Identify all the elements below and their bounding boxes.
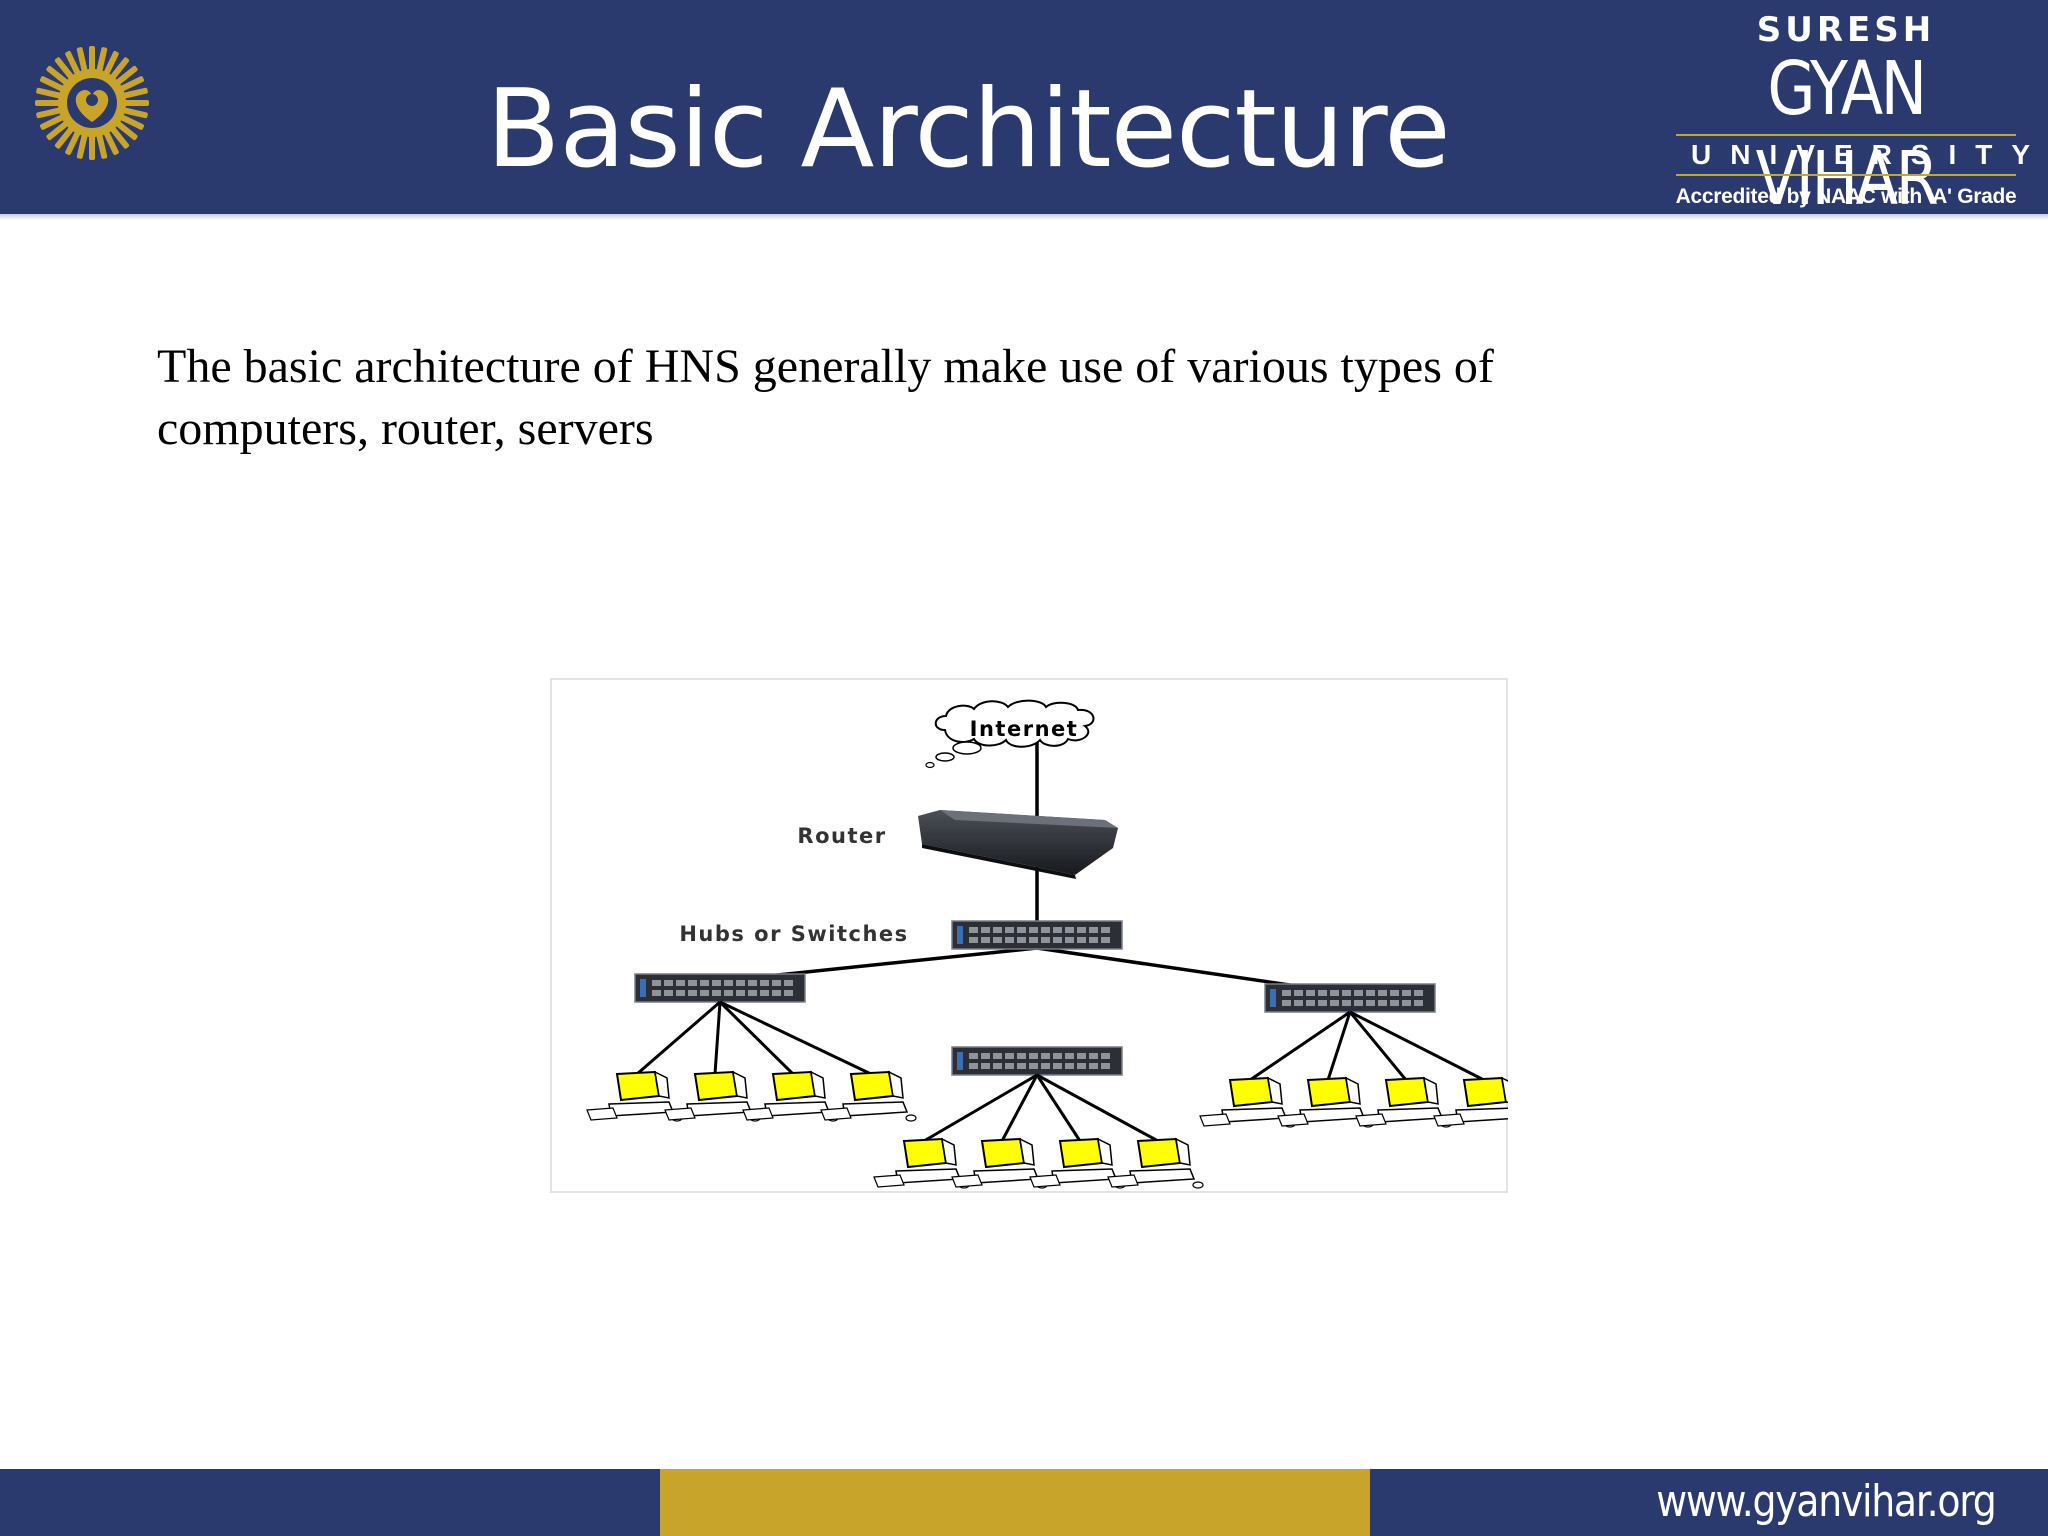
logo-rule-bottom — [1676, 174, 2016, 176]
computer-icon — [1355, 1076, 1452, 1128]
switch-center-icon — [951, 1046, 1123, 1076]
logo-main-text: GYAN VIHAR — [1755, 46, 1939, 222]
paragraph-line-1: The basic architecture of HNS generally … — [157, 340, 1494, 393]
computer-icon — [1277, 1076, 1374, 1128]
hubs-switches-label: Hubs or Switches — [679, 922, 908, 946]
computer-icon — [1433, 1076, 1508, 1127]
website-url: www.gyanvihar.org — [1656, 1476, 1998, 1527]
computer-icon — [873, 1137, 970, 1189]
switch-left-icon — [634, 973, 806, 1003]
computer-icon — [951, 1137, 1048, 1189]
internet-label: Internet — [970, 717, 1079, 741]
body-paragraph: The basic architecture of HNS generally … — [157, 336, 1757, 460]
header-shadow — [0, 214, 2048, 220]
computer-links — [636, 1000, 1485, 1143]
router-label: Router — [797, 824, 886, 848]
logo-university-text: UNIVERSITY — [1691, 139, 2048, 170]
internet-cloud: Internet — [925, 699, 1095, 769]
network-diagram: Internet Router Hubs or Switches — [550, 678, 1508, 1193]
computer-icon — [1199, 1076, 1296, 1128]
paragraph-line-2: computers, router, servers — [157, 402, 654, 455]
sun-emblem-icon — [35, 46, 149, 160]
computer-icon — [1107, 1137, 1204, 1189]
university-logo: SURESH GYAN VIHAR UNIVERSITY Accredited … — [1672, 10, 2048, 222]
slide-title: Basic Architecture — [486, 67, 1450, 192]
computer-icon — [664, 1070, 761, 1122]
logo-top-text: SURESH — [1756, 10, 1936, 50]
logo-rule-top — [1676, 134, 2016, 136]
computer-icon — [1029, 1137, 1126, 1189]
accreditation-text: Accredited by NAAC with 'A' Grade — [1675, 185, 2017, 208]
switch-core-icon — [951, 920, 1123, 950]
header-bar — [0, 0, 2048, 214]
switch-right-icon — [1264, 983, 1436, 1013]
computer-icon — [586, 1070, 683, 1122]
footer-accent — [660, 1469, 1370, 1536]
computer-icon — [820, 1070, 917, 1122]
computer-icon — [742, 1070, 839, 1122]
router-device — [918, 810, 1118, 879]
